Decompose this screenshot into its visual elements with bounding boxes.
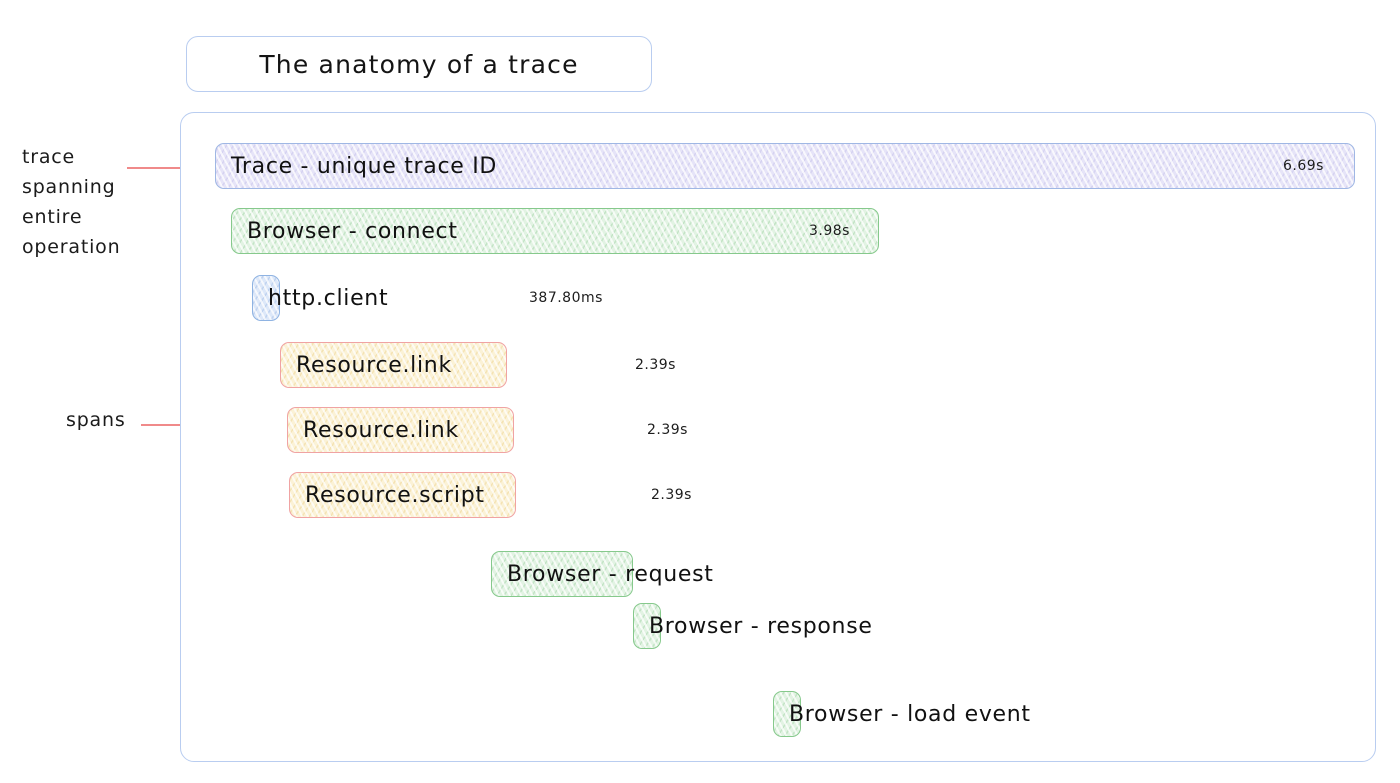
span-bar[interactable]: [287, 407, 514, 453]
annotation-trace-label: trace spanning entire operation: [22, 146, 121, 258]
span-bar[interactable]: [289, 472, 516, 518]
trace-row[interactable]: Browser - load event93.80ms: [773, 691, 1030, 737]
span-duration: 2.39s: [651, 487, 692, 503]
span-label: Browser - connect: [247, 218, 458, 244]
span-label: Resource.link: [303, 417, 459, 443]
page-title: The anatomy of a trace: [259, 49, 579, 79]
span-bar[interactable]: [491, 551, 633, 597]
trace-row[interactable]: Trace - unique trace ID 6.69s: [215, 143, 1355, 189]
span-bar[interactable]: [773, 691, 801, 737]
span-duration: 6.69s: [1283, 158, 1324, 174]
span-bar[interactable]: [231, 208, 879, 254]
span-label: Resource.script: [305, 482, 485, 508]
span-label: Trace - unique trace ID: [231, 153, 498, 179]
trace-row[interactable]: Browser - response387.80ms: [633, 603, 872, 649]
trace-row[interactable]: Browser - request: [491, 551, 713, 597]
span-duration: 2.39s: [647, 422, 688, 438]
span-label: Browser - request: [507, 561, 714, 587]
annotation-spans-leader-line: [141, 424, 203, 426]
trace-row[interactable]: Resource.link 2.39s: [280, 342, 675, 388]
span-duration: 3.98s: [809, 223, 850, 239]
trace-row[interactable]: Resource.script 2.39s: [289, 472, 691, 518]
diagram-title-card: The anatomy of a trace: [186, 36, 652, 92]
trace-bar[interactable]: [215, 143, 1355, 189]
span-label: Browser - load event: [789, 701, 1031, 727]
trace-row[interactable]: Resource.link 2.39s: [287, 407, 687, 453]
span-label: Browser - response: [649, 613, 873, 639]
annotation-spans-label: spans: [66, 409, 126, 431]
span-duration: 387.80ms: [529, 290, 603, 306]
span-bar[interactable]: [633, 603, 661, 649]
span-label: http.client: [268, 285, 389, 311]
annotation-trace-leader-line: [127, 167, 189, 169]
span-duration: 2.39s: [635, 357, 676, 373]
trace-row[interactable]: http.client 387.80ms: [252, 275, 602, 321]
trace-row[interactable]: Browser - connect 3.98s: [231, 208, 879, 254]
span-label: Resource.link: [296, 352, 452, 378]
span-bar[interactable]: [252, 275, 280, 321]
span-bar[interactable]: [280, 342, 507, 388]
